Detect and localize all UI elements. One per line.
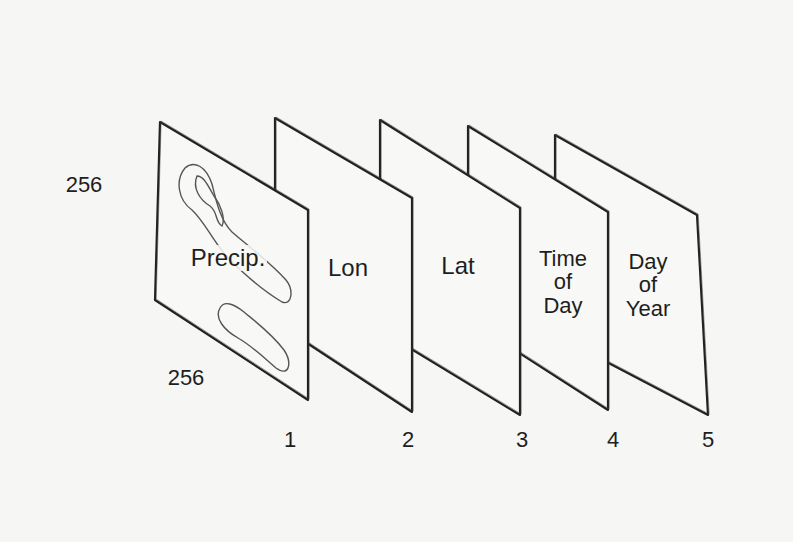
- sheet-label: Time of Day: [532, 247, 594, 316]
- sheet-label: Day of Year: [617, 250, 679, 319]
- data-sheet: Precip.: [151, 118, 312, 404]
- sheet-number: 5: [702, 427, 714, 453]
- dimension-label: 256: [168, 365, 205, 391]
- dimension-label: 256: [66, 172, 103, 198]
- sheet-label: Precip.: [189, 245, 268, 270]
- precip-blob: [195, 176, 223, 226]
- sheet-number: 2: [402, 427, 414, 453]
- sheet-label: Lat: [441, 253, 474, 278]
- precip-blob: [218, 304, 288, 372]
- sheet-label: Lon: [328, 255, 368, 280]
- sheet-number: 1: [284, 427, 296, 453]
- sheet-number: 3: [516, 427, 528, 453]
- sheet-number: 4: [607, 427, 619, 453]
